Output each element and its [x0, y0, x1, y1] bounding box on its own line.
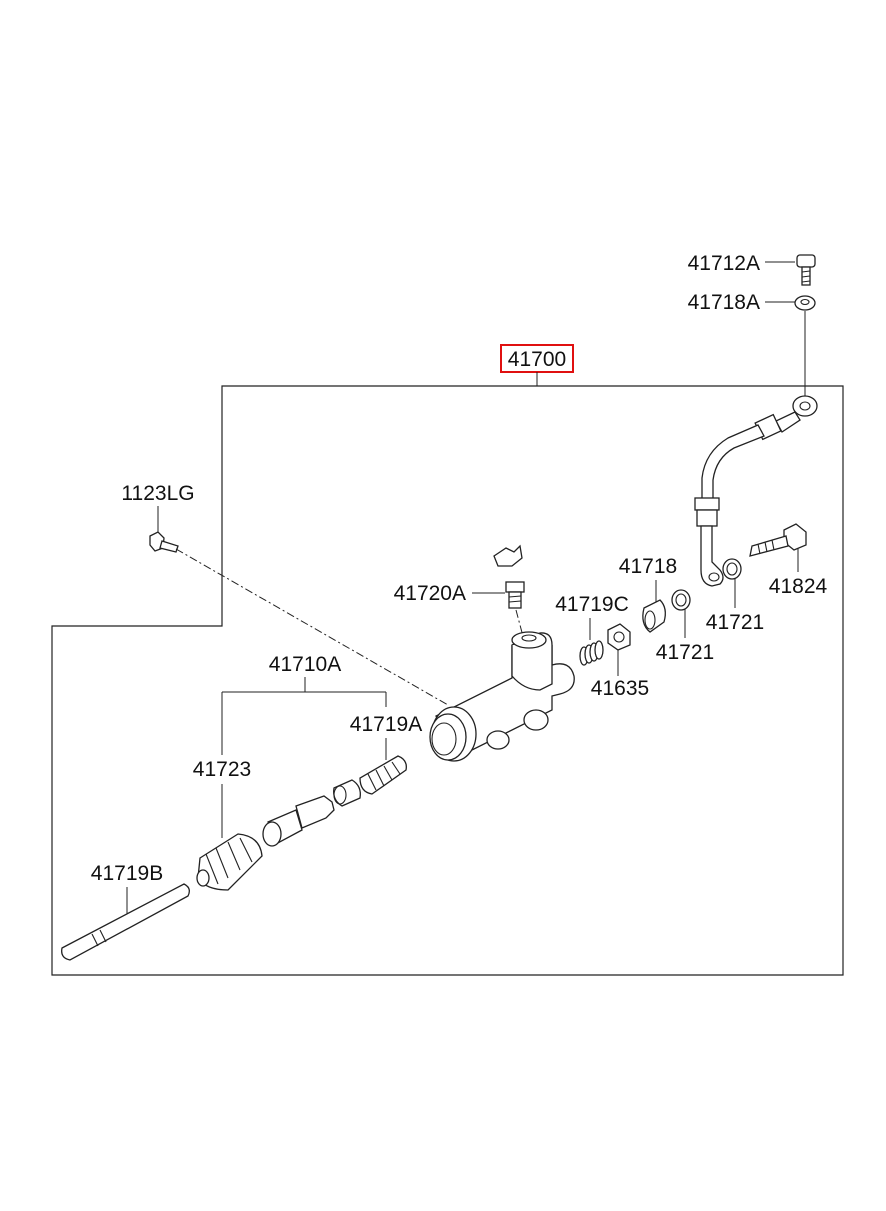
label-41721-left[interactable]: 41721: [656, 641, 714, 664]
boot-41719a-drawing: [359, 755, 407, 795]
union-bolt-41824-drawing: [749, 523, 807, 557]
bleeder-41720a-drawing: [493, 544, 525, 609]
assembly-number[interactable]: 41700: [508, 348, 566, 371]
piston-cup-41723-drawing: [196, 833, 263, 891]
label-41824[interactable]: 41824: [769, 575, 828, 598]
label-41719a[interactable]: 41719A: [350, 713, 422, 736]
label-41718[interactable]: 41718: [619, 555, 677, 578]
label-41723[interactable]: 41723: [193, 758, 251, 781]
label-41635[interactable]: 41635: [591, 677, 649, 700]
seal-ring-drawing: [333, 779, 361, 807]
label-41719c[interactable]: 41719C: [555, 593, 629, 616]
spring-41719c-drawing: [579, 640, 604, 666]
washer-41718a-drawing: [794, 295, 816, 311]
gasket-41721-right-drawing: [722, 558, 742, 580]
label-41712a[interactable]: 41712A: [688, 252, 760, 275]
gasket-41721-left-drawing: [671, 589, 691, 611]
piston-rod-drawing: [262, 795, 335, 847]
hose-drawing: [694, 395, 818, 587]
clip-41718-drawing: [642, 599, 666, 633]
label-41710a[interactable]: 41710A: [269, 653, 341, 676]
leader-bleeder-to-body: [515, 609, 525, 641]
label-1123lg[interactable]: 1123LG: [121, 482, 194, 505]
cylinder-body-drawing: [429, 631, 575, 762]
label-41718a[interactable]: 41718A: [688, 291, 760, 314]
centerline-bolt-to-body: [175, 548, 449, 706]
label-41721-right[interactable]: 41721: [706, 611, 764, 634]
label-41719b[interactable]: 41719B: [91, 862, 163, 885]
push-rod-41719b-drawing: [61, 883, 190, 961]
bolt-1123lg-drawing: [149, 531, 179, 553]
bolt-41712a-drawing: [796, 254, 816, 286]
label-41720a[interactable]: 41720A: [394, 582, 466, 605]
nut-41635-drawing: [607, 623, 631, 651]
assembly-frame: [51, 385, 844, 976]
